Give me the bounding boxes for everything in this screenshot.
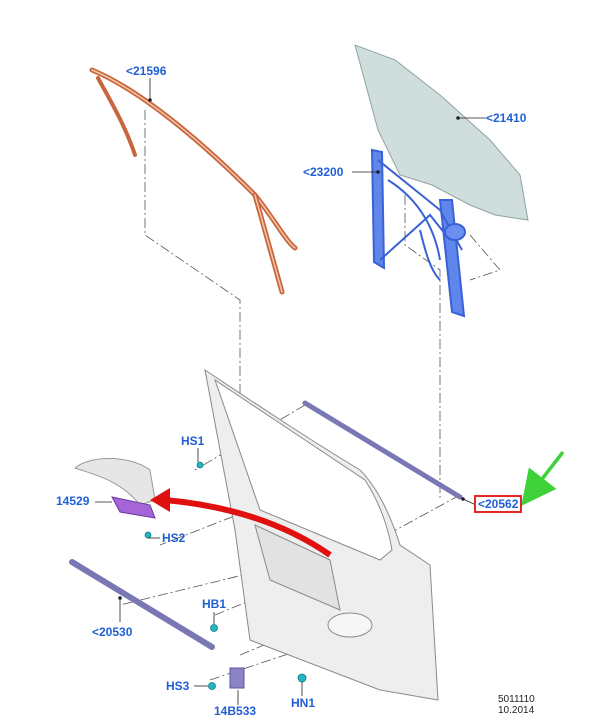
callout-belt-inner: <20530: [92, 625, 133, 639]
window-switch-assembly: [74, 458, 156, 519]
callout-module: 14B533: [214, 704, 257, 718]
module-part: [229, 667, 245, 689]
callout-run-channel: <21596: [126, 64, 167, 78]
red-arrow: [164, 497, 332, 558]
callout-hn1: HN1: [291, 696, 316, 710]
callout-switch: 14529: [56, 494, 90, 508]
callout-hs2: HS2: [162, 531, 186, 545]
window-regulator: [370, 148, 466, 318]
callout-hs3: HS3: [166, 679, 190, 693]
callout-hb1: HB1: [202, 597, 227, 611]
green-arrow: [521, 450, 565, 506]
leader-lines: [95, 78, 486, 705]
outer-belt-weatherstrip: [302, 400, 463, 500]
door-frame: [204, 368, 439, 701]
inner-belt-weatherstrip: [69, 559, 215, 650]
fasteners: [144, 461, 307, 690]
footer-code: 5011110: [498, 694, 535, 705]
glass-run-channel: [89, 67, 298, 295]
window-glass: [354, 44, 529, 221]
callout-regulator: <23200: [303, 165, 344, 179]
callout-hs1: HS1: [181, 434, 205, 448]
red-arrow-head: [150, 488, 170, 512]
footer-date: 10.2014: [498, 705, 535, 716]
callout-belt-outer: <20562: [473, 495, 523, 513]
callout-glass: <21410: [486, 111, 527, 125]
leader-dots: [118, 98, 465, 600]
